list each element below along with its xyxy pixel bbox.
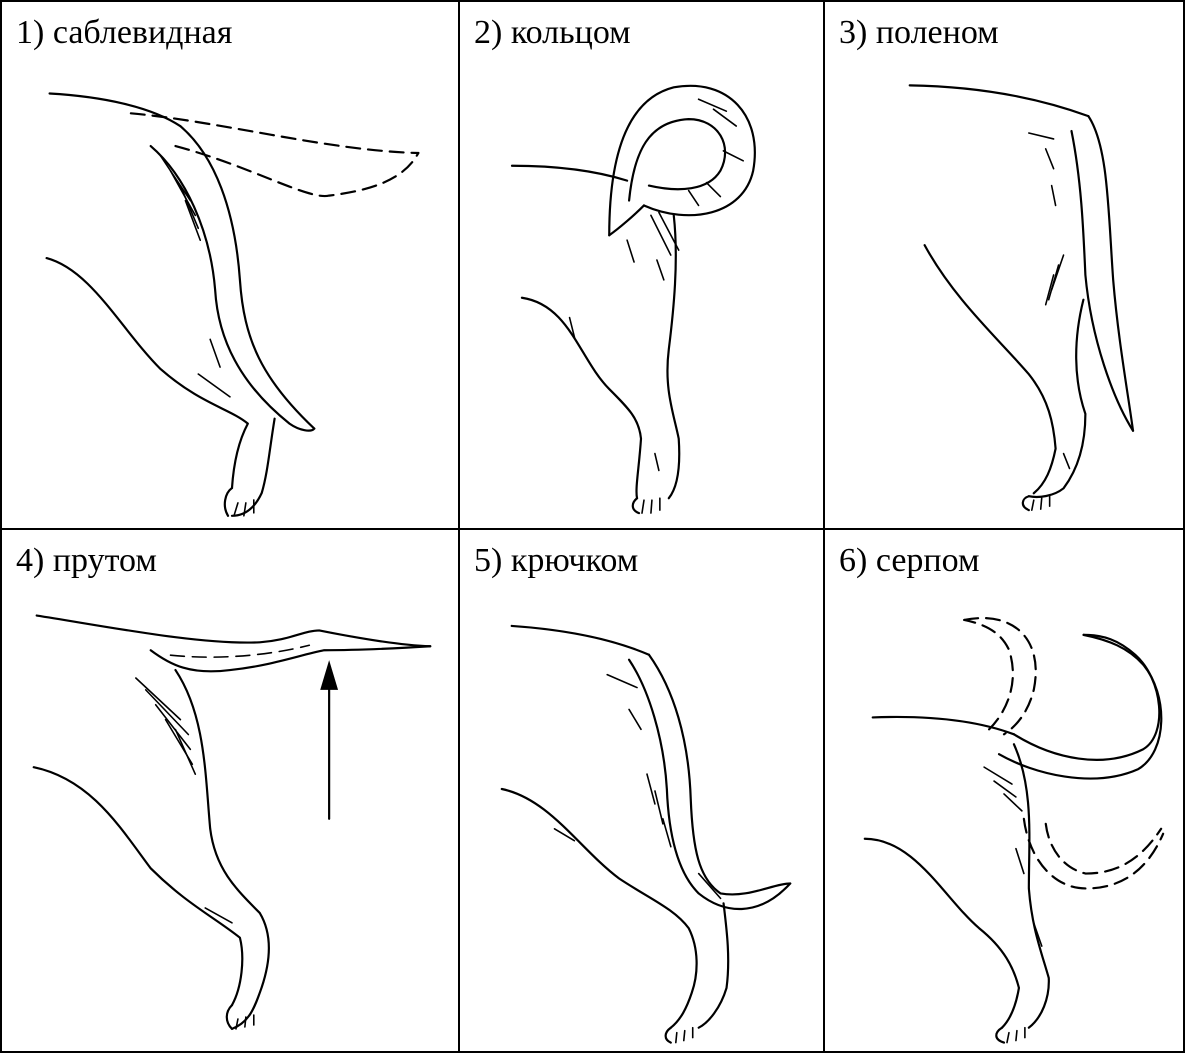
panel-label: 6) серпом [839, 544, 979, 578]
panel-log: 3) поленом [825, 0, 1185, 530]
panel-ring: 2) кольцом [460, 0, 825, 530]
panel-hook: 5) крючком [460, 530, 825, 1053]
log-tail-illustration [825, 2, 1183, 528]
rod-tail-illustration [2, 530, 458, 1051]
panel-label: 1) саблевидная [16, 16, 232, 50]
ring-tail-illustration [460, 2, 823, 528]
panel-rod: 4) прутом [0, 530, 460, 1053]
sickle-tail-illustration [825, 530, 1183, 1051]
sabre-tail-illustration [2, 2, 458, 528]
panel-label: 2) кольцом [474, 16, 631, 50]
panel-sabre: 1) саблевидная [0, 0, 460, 530]
panel-label: 3) поленом [839, 16, 999, 50]
hook-tail-illustration [460, 530, 823, 1051]
panel-label: 4) прутом [16, 544, 157, 578]
panel-label: 5) крючком [474, 544, 638, 578]
panel-sickle: 6) серпом [825, 530, 1185, 1053]
